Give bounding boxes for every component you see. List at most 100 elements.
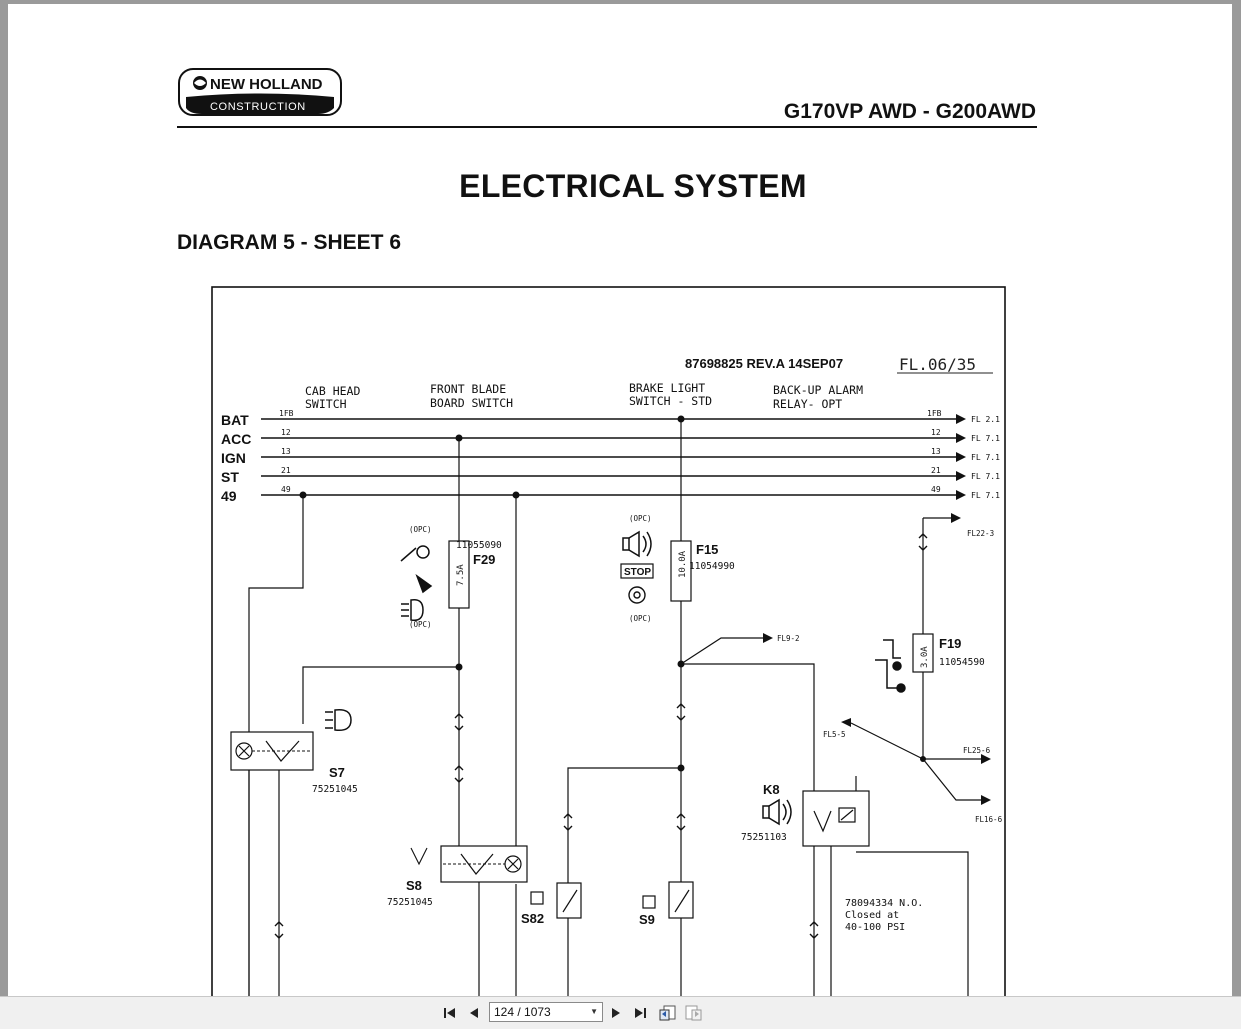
header-rule [177, 126, 1037, 128]
pressure-switch-s9 [642, 881, 694, 919]
page-number-select[interactable]: 124 / 1073 ▼ [489, 1002, 603, 1022]
switch-s7 [230, 731, 314, 771]
section-label: FRONT BLADE [430, 382, 506, 396]
pressure-switch-s82 [530, 882, 582, 919]
part-code: 75251103 [741, 832, 787, 843]
component-id: F15 [696, 542, 718, 557]
wiring-schematic: 87698825 REV.A 14SEP07 FL.06/35 CAB HEAD… [211, 286, 1006, 998]
back-view-icon [659, 1005, 676, 1021]
component-id: S8 [406, 878, 422, 893]
svg-text:CONSTRUCTION: CONSTRUCTION [210, 101, 306, 113]
wire-number: 21 [281, 466, 291, 475]
brake-light-icon [628, 586, 646, 604]
wire-number: 13 [281, 447, 291, 456]
previous-page-button[interactable] [464, 1003, 484, 1023]
headlight-icon [401, 598, 424, 622]
fuse-rating: 7.5A [456, 564, 466, 586]
wire-number: 1FB [927, 409, 942, 418]
component-id: S7 [329, 765, 345, 780]
fuse-f15 [670, 540, 692, 602]
part-code: 75251045 [312, 784, 358, 795]
component-id: F29 [473, 552, 495, 567]
forward-view-icon [685, 1005, 702, 1021]
section-label: RELAY- OPT [773, 397, 842, 411]
wire-number: 49 [281, 485, 291, 494]
dropdown-arrow-icon: ▼ [590, 1007, 598, 1016]
sheet-link: FL25-6 [963, 746, 991, 755]
bus-label: BAT [221, 412, 249, 428]
section-label: SWITCH [305, 397, 347, 411]
fuse-f19 [912, 633, 934, 673]
opc-label: (OPC) [409, 525, 432, 534]
schematic-frame [211, 286, 1006, 998]
bus-label: ACC [221, 431, 251, 447]
wire-number: 21 [931, 466, 941, 475]
wire-number: 1FB [279, 409, 294, 418]
sheet-link: FL16-6 [975, 815, 1003, 824]
component-id: K8 [763, 782, 780, 797]
sheet-link: FL 7.1 [971, 472, 1000, 481]
pdf-page: NEW HOLLAND CONSTRUCTION G170VP AWD - G2… [8, 4, 1232, 998]
cab-light-icon [325, 708, 352, 732]
alarm-horn-icon [762, 798, 792, 826]
back-view-button[interactable] [658, 1003, 678, 1023]
page-indicator: 124 / 1073 [494, 1005, 551, 1019]
component-id: S9 [639, 912, 655, 927]
component-id: F19 [939, 636, 961, 651]
work-light-icon [400, 545, 433, 594]
last-page-icon [635, 1008, 646, 1018]
sheet-link: FL22-3 [967, 529, 994, 538]
wire-number: 12 [281, 428, 291, 437]
sheet-link: FL 2.1 [971, 415, 1000, 424]
wire-number: 49 [931, 485, 941, 494]
part-code: 75251045 [387, 897, 433, 908]
new-holland-logo: NEW HOLLAND CONSTRUCTION [178, 68, 342, 116]
sheet-link: FL9-2 [777, 634, 800, 643]
section-label: BRAKE LIGHT [629, 381, 705, 395]
opc-label: (OPC) [409, 620, 432, 629]
part-number: 87698825 REV.A 14SEP07 [685, 356, 843, 371]
reverse-gear-icon [875, 639, 906, 693]
fuse-rating: 3.0A [920, 646, 930, 668]
sheet-ref: FL.06/35 [899, 355, 976, 374]
note-line: 40-100 PSI [845, 922, 905, 933]
bus-label: IGN [221, 450, 246, 466]
fuse-rating: 10.0A [678, 550, 688, 578]
part-code: 11054590 [939, 657, 985, 668]
bus-label: ST [221, 469, 239, 485]
document-viewport[interactable]: NEW HOLLAND CONSTRUCTION G170VP AWD - G2… [0, 0, 1241, 998]
previous-page-icon [470, 1008, 478, 1018]
svg-text:STOP: STOP [624, 567, 651, 578]
relay-k8 [802, 790, 870, 847]
section-label: SWITCH - STD [629, 394, 712, 408]
model-title: G170VP AWD - G200AWD [783, 100, 1036, 123]
last-page-button[interactable] [630, 1003, 650, 1023]
sheet-link: FL 7.1 [971, 453, 1000, 462]
opc-label: (OPC) [629, 514, 652, 523]
section-label: BOARD SWITCH [430, 396, 513, 410]
wire-number: 13 [931, 447, 941, 456]
component-id: S82 [521, 911, 544, 926]
note-line: Closed at [845, 910, 899, 921]
sheet-link: FL 7.1 [971, 491, 1000, 500]
section-label: CAB HEAD [305, 384, 360, 398]
first-page-icon [444, 1008, 455, 1018]
opc-label: (OPC) [629, 614, 652, 623]
switch-s8 [410, 845, 528, 883]
next-page-button[interactable] [606, 1003, 626, 1023]
stop-sign-icon: STOP [620, 563, 654, 579]
bus-label: 49 [221, 488, 237, 504]
forward-view-button[interactable] [684, 1003, 704, 1023]
next-page-icon [612, 1008, 620, 1018]
diagram-subtitle: DIAGRAM 5 - SHEET 6 [177, 231, 402, 254]
first-page-button[interactable] [440, 1003, 460, 1023]
svg-text:NEW HOLLAND: NEW HOLLAND [210, 76, 323, 93]
part-code: 11055090 [456, 540, 502, 551]
part-code: 11054990 [689, 561, 735, 572]
page-title: ELECTRICAL SYSTEM [459, 168, 807, 204]
fuse-f29 [448, 540, 470, 609]
note-line: 78094334 N.O. [845, 898, 923, 909]
section-label: BACK-UP ALARM [773, 383, 863, 397]
sheet-link: FL 7.1 [971, 434, 1000, 443]
sheet-link: FL5-5 [823, 730, 846, 739]
